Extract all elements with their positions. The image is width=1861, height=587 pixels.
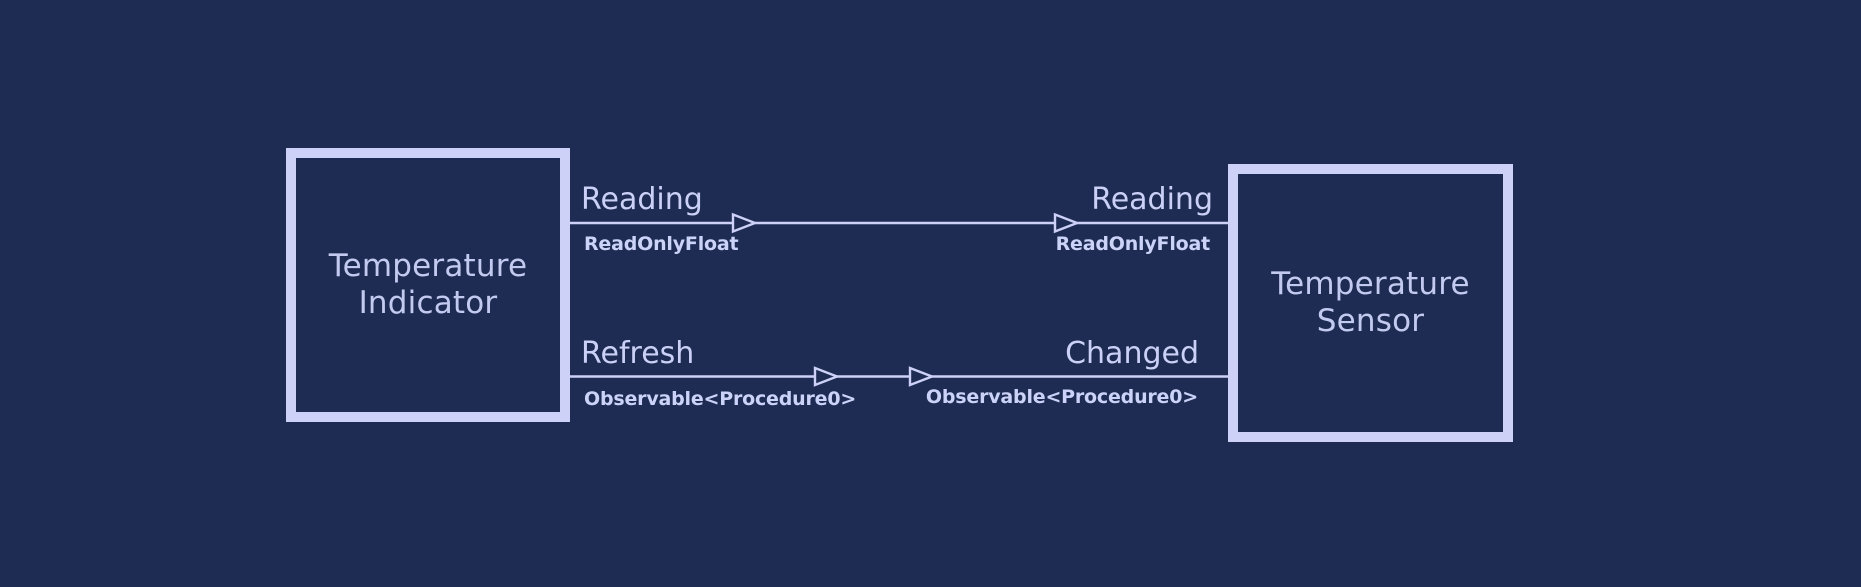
arrowhead-right-icon [731, 212, 759, 234]
changed-target-port-type: Observable<Procedure0> [925, 386, 1198, 408]
arrowhead-right-icon [813, 366, 841, 387]
component-box-temperature-sensor[interactable]: Temperature Sensor [1228, 164, 1513, 442]
component-box-temperature-indicator[interactable]: Temperature Indicator [286, 148, 570, 422]
reading-source-port-label: Reading [581, 182, 703, 217]
component-title: Temperature Indicator [328, 248, 528, 321]
reading-source-port-type: ReadOnlyFloat [584, 233, 739, 255]
refresh-source-port-type: Observable<Procedure0> [584, 388, 857, 410]
reading-target-port-label: Reading [1091, 182, 1213, 217]
changed-target-port-label: Changed [1065, 336, 1199, 371]
component-title: Temperature Sensor [1271, 266, 1470, 339]
refresh-source-port-label: Refresh [581, 336, 695, 371]
arrowhead-right-icon [908, 366, 936, 387]
arrowhead-right-icon [1053, 212, 1081, 234]
reading-target-port-type: ReadOnlyFloat [1055, 233, 1211, 255]
